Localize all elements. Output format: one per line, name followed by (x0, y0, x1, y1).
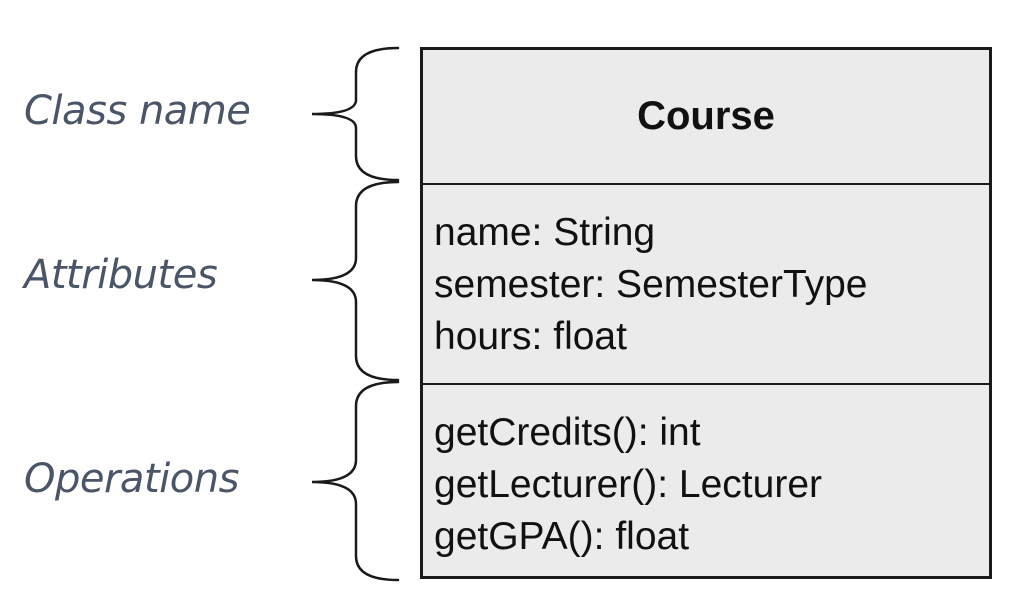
class-title: Course (637, 94, 775, 138)
attribute-item: hours: float (434, 315, 627, 358)
class-name-compartment: Course (423, 50, 989, 185)
operations-brace (311, 380, 400, 582)
class-name-label: Class name (24, 88, 251, 134)
attributes-brace (311, 180, 400, 382)
uml-class-box: Course name: String semester: SemesterTy… (420, 47, 992, 579)
attributes-compartment: name: String semester: SemesterType hour… (423, 185, 989, 385)
attribute-item: name: String (434, 211, 656, 254)
attributes-label: Attributes (24, 252, 218, 298)
operation-item: getCredits(): int (434, 411, 701, 454)
operations-label: Operations (24, 456, 239, 502)
attribute-item: semester: SemesterType (434, 263, 868, 306)
operation-item: getGPA(): float (434, 515, 690, 558)
operations-compartment: getCredits(): int getLecturer(): Lecture… (423, 385, 989, 576)
class-name-brace (311, 46, 400, 182)
operation-item: getLecturer(): Lecturer (434, 463, 823, 506)
